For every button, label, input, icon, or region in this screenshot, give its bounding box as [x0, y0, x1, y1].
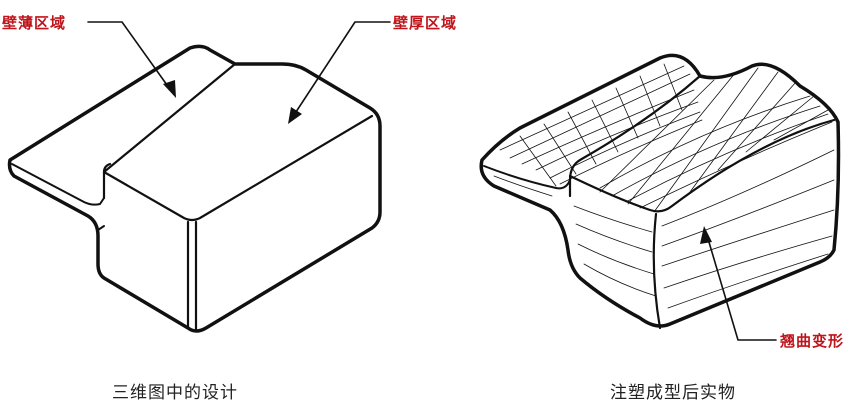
thick-block-corner	[186, 220, 198, 332]
thin-wall-edge	[11, 163, 105, 206]
molded-top-edge	[568, 118, 836, 213]
molded-caption: 注塑成型后实物	[610, 383, 736, 403]
thick-wall-arrow	[291, 21, 391, 119]
thick-wall-label: 壁厚区域	[393, 14, 458, 32]
step-edge	[97, 225, 105, 231]
warpage-arrow	[705, 231, 777, 341]
warpage-label: 翘曲变形	[780, 332, 845, 350]
molded-corner	[652, 212, 662, 330]
molded-part	[479, 53, 841, 330]
thick-wall-arrowhead	[288, 107, 302, 124]
thin-wall-arrowhead	[163, 80, 176, 98]
thick-block-top-edge	[102, 114, 374, 222]
design-caption: 三维图中的设计	[112, 383, 238, 403]
mesh-grid	[499, 63, 833, 213]
warp-contours	[493, 149, 835, 309]
designed-part	[7, 44, 382, 333]
designed-part-outline	[7, 44, 382, 333]
callout-arrows-left	[87, 21, 391, 124]
callout-arrows-right	[700, 226, 777, 341]
molded-thin-wall-edge	[483, 165, 571, 190]
thin-wall-label: 壁薄区域	[2, 14, 67, 32]
warpage-arrowhead	[700, 226, 712, 244]
thin-wall-arrow	[87, 21, 173, 93]
